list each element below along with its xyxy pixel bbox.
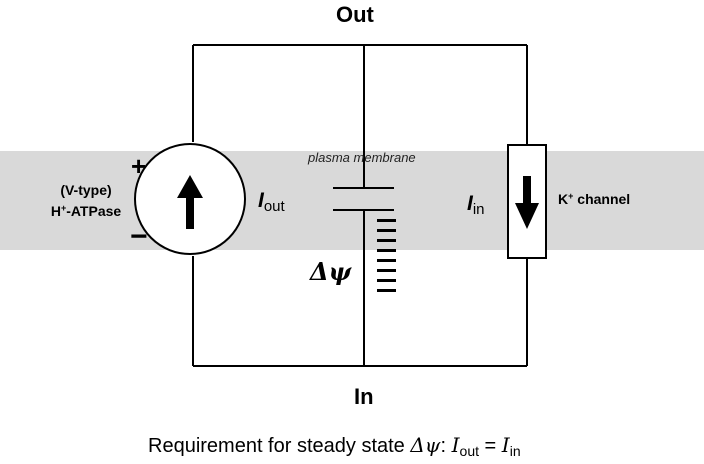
i-out-sub: out <box>263 198 285 215</box>
k-channel-symbol <box>507 144 547 259</box>
delta-psi-label: Δψ <box>310 257 352 286</box>
steady-rhs-sub: in <box>509 443 521 459</box>
steady-rhs: I <box>501 433 510 457</box>
out-label: Out <box>336 2 374 27</box>
plus-sign: + <box>131 151 147 181</box>
membrane-label: plasma membrane <box>308 150 416 165</box>
pump-ion: H <box>50 203 61 219</box>
k-ion: K <box>558 191 569 207</box>
in-label: In <box>354 384 374 409</box>
i-in-sub: in <box>472 201 485 218</box>
membrane-band <box>0 151 704 250</box>
arrow-down-icon <box>515 176 539 229</box>
pump-type: (V-type) <box>60 182 112 198</box>
steady-colon: : <box>440 435 452 457</box>
steady-equals: = <box>479 435 502 457</box>
steady-lhs: I <box>451 433 460 457</box>
minus-sign: − <box>130 220 148 253</box>
pump-name: H+-ATPase <box>30 199 142 220</box>
steady-lhs-sub: out <box>459 443 479 459</box>
pump-name-rest: -ATPase <box>66 203 122 219</box>
i-in-label: Iin <box>467 192 485 218</box>
i-out-main: I <box>258 189 264 212</box>
k-ion-charge: + <box>568 191 574 201</box>
charge-dashes <box>377 219 396 292</box>
steady-symbol: Δψ <box>410 433 441 457</box>
steady-prefix: Requirement for steady state <box>148 435 411 457</box>
arrow-up-icon <box>177 175 203 229</box>
i-out-label: Iout <box>258 189 285 215</box>
k-channel-label: K+ channel <box>558 191 630 207</box>
pump-label: (V-type) H+-ATPase <box>30 181 142 220</box>
k-channel-rest: channel <box>573 191 631 207</box>
circuit-wires <box>192 44 528 367</box>
i-in-main: I <box>467 192 473 215</box>
pump-ion-charge: + <box>60 203 67 213</box>
steady-state-caption: Requirement for steady state Δψ: Iout = … <box>148 433 521 459</box>
